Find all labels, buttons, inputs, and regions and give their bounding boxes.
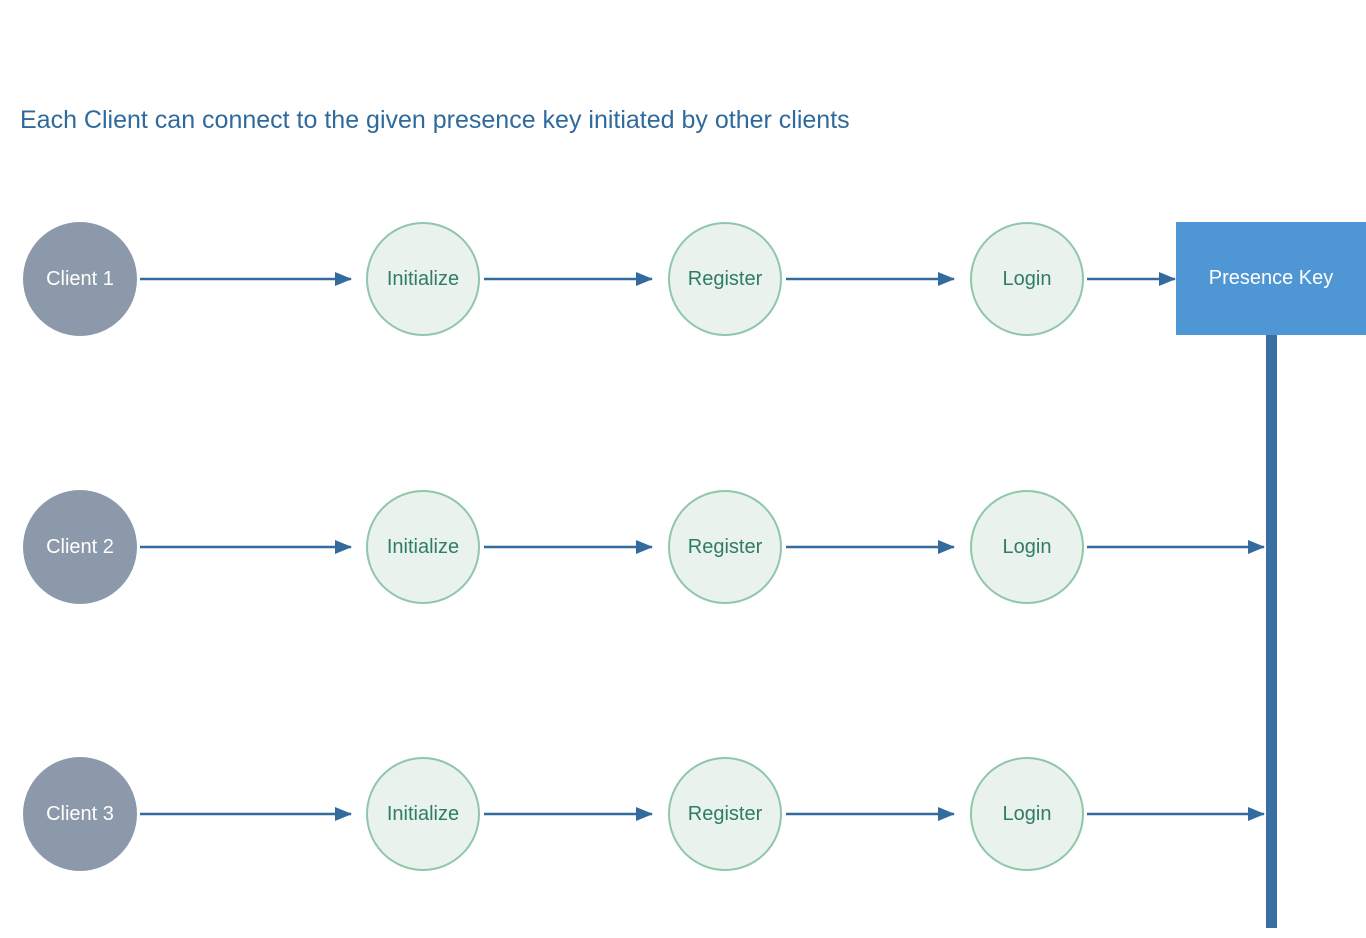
- client-2-node: Client 2: [23, 490, 137, 604]
- login-node-row-2: Login: [970, 490, 1084, 604]
- presence-key-node: Presence Key: [1176, 222, 1366, 335]
- client-1-node: Client 1: [23, 222, 137, 336]
- login-node-row-3: Login: [970, 757, 1084, 871]
- client-3-node: Client 3: [23, 757, 137, 871]
- initialize-node-row-2: Initialize: [366, 490, 480, 604]
- register-node-row-3: Register: [668, 757, 782, 871]
- diagram-title: Each Client can connect to the given pre…: [20, 106, 850, 134]
- login-node-row-1: Login: [970, 222, 1084, 336]
- initialize-node-row-3: Initialize: [366, 757, 480, 871]
- register-node-row-1: Register: [668, 222, 782, 336]
- register-node-row-2: Register: [668, 490, 782, 604]
- presence-key-timeline-bar: [1266, 335, 1277, 928]
- initialize-node-row-1: Initialize: [366, 222, 480, 336]
